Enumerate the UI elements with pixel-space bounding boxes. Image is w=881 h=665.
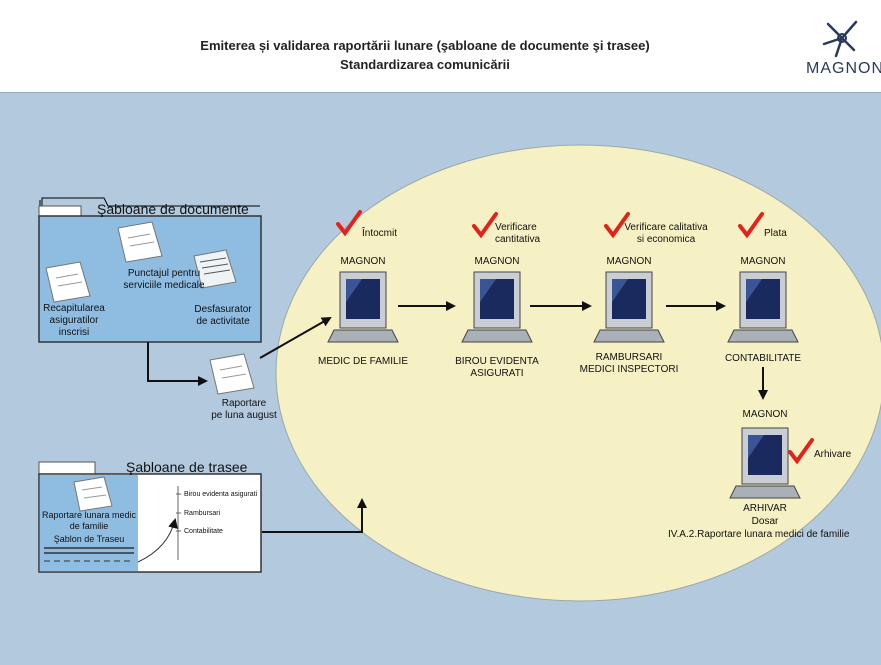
route-step-birou: Birou evidenta asigurati [184,491,258,498]
medic-label: MEDIC DE FAMILIE [317,356,408,367]
header-bar: Emiterea și validarea raportării lunare … [0,0,881,93]
dosar-name: IV.A.2.Raportare lunara medici de famili… [668,529,850,540]
doc-icon-raportare [209,353,255,395]
doc-icon-punctajul [117,221,163,263]
route-folder-tab [38,461,96,475]
ramb-label: RAMBURSARI MEDICI INSPECTORI [579,352,679,375]
arhiv-brand: MAGNON [742,409,788,420]
contab-label: CONTABILITATE [724,353,802,364]
step-calitativa-label: Verificare calitativa si economica [624,222,708,245]
computer-icon-ramb [593,271,665,343]
logo-text: MAGNON [806,60,881,77]
step-arhivare-label: Arhivare [814,449,852,460]
route-step-rambursari: Rambursari [184,510,221,517]
step-intocmit-label: Întocmit [362,228,398,239]
doc-icon-route-card [73,476,113,512]
check-icon-intocmit [336,210,362,237]
computer-icon-medic [327,271,399,343]
step-cantitativa-label: Verificare cantitativa [495,222,541,245]
ramb-brand: MAGNON [606,256,652,267]
title-line-2: Standardizarea comunicării [340,57,510,72]
check-icon-cantitativa [472,212,498,239]
doc-folder-tab [38,205,82,217]
desfasurator-label: Desfasurator de activitate [194,304,252,327]
arrow-docs-to-report [147,342,208,386]
birou-label: BIROU EVIDENTA ASIGURATI [455,356,539,379]
contab-brand: MAGNON [740,256,786,267]
arrow-route-to-medic [262,498,367,533]
dosar-label: Dosar [751,516,779,527]
doc-icon-recapitularea [45,261,91,303]
arhiv-label: ARHIVAR [743,503,787,514]
computer-icon-arhiv [729,427,801,499]
computer-icon-contab [727,271,799,343]
check-icon-calitativa [604,212,630,239]
route-card-label: Raportare lunara medic de familie Şablon… [41,510,137,544]
check-icon-arhivare [788,438,814,465]
page-title: Emiterea și validarea raportării lunare … [130,36,720,74]
step-plata-label: Plata [764,228,787,239]
check-icon-plata [738,212,764,239]
recapitularea-label: Recapitularea asiguratilor inscrisi [43,303,105,338]
process-ellipse [275,144,881,602]
title-line-1: Emiterea și validarea raportării lunare … [200,38,650,53]
doc-templates-title: Şabloane de documente [97,201,249,217]
punctajul-label: Punctajul pentru serviciile medicale [123,268,205,291]
birou-brand: MAGNON [474,256,520,267]
magnon-logo-icon [822,20,858,58]
route-step-contabilitate: Contabilitate [184,528,223,535]
medic-brand: MAGNON [340,256,386,267]
report-label: Raportare pe luna august [211,398,277,421]
doc-icon-desfasurator [193,249,237,289]
route-templates-title: Şabloane de trasee [126,459,248,475]
arrow-report-to-medic [259,317,332,359]
computer-icon-birou [461,271,533,343]
